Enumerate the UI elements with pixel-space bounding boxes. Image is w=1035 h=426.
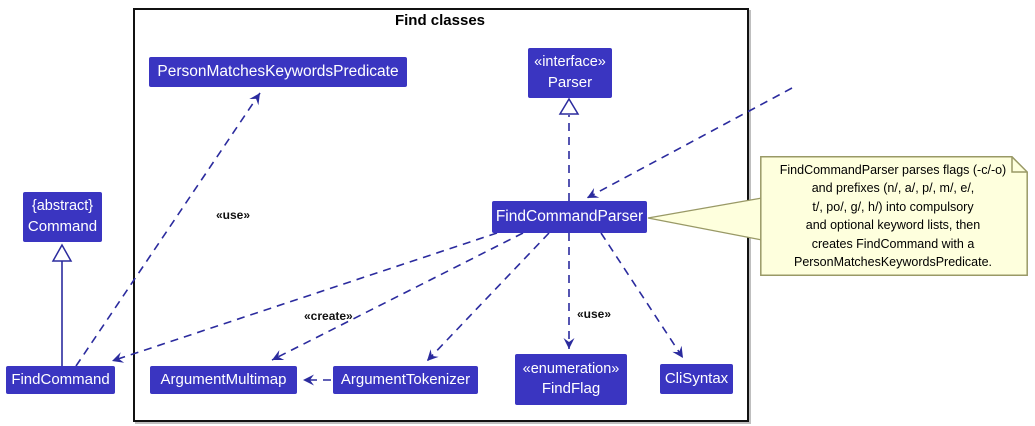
class-personmatcheskeywordspredicate: PersonMatchesKeywordsPredicate <box>149 57 407 87</box>
class-parser: «interface» Parser <box>528 48 612 98</box>
edge-findcommandparser-uses-clisyntax <box>600 232 684 359</box>
class-label: FindCommandParser <box>495 207 644 225</box>
note-line: creates FindCommand with a <box>811 236 975 251</box>
note-line: PersonMatchesKeywordsPredicate. <box>793 255 992 270</box>
class-label: FindFlag <box>541 380 601 398</box>
class-clisyntax: CliSyntax <box>660 364 733 394</box>
class-label: ArgumentTokenizer <box>340 370 471 388</box>
edge-external-uses-findcommandparser <box>586 87 793 199</box>
note-findcommandparser: FindCommandParser parses flags (-c/-o) a… <box>760 156 1028 276</box>
stereotype-label: «interface» <box>534 54 606 71</box>
class-label: CliSyntax <box>664 369 729 387</box>
class-label: Parser <box>547 73 593 91</box>
edge-findcommandparser-creates-findcommand <box>111 232 498 363</box>
class-command: {abstract} Command <box>23 192 102 242</box>
note-line: FindCommandParser parses flags (-c/-o) <box>779 163 1007 177</box>
note-background <box>760 156 1028 276</box>
note-line: and optional keyword lists, then <box>805 218 981 233</box>
class-findcommand: FindCommand <box>6 366 115 394</box>
edge-findcommand-uses-predicate <box>75 92 261 367</box>
edge-label-use-predicate: «use» <box>216 208 251 222</box>
class-label: ArgumentMultimap <box>160 370 287 388</box>
edge-findcommandparser-uses-argumenttokenizer <box>426 232 550 362</box>
class-label: Command <box>27 217 98 235</box>
note-connector <box>647 197 763 241</box>
stereotype-label: «enumeration» <box>522 360 620 377</box>
realization-triangle-parser <box>558 97 580 115</box>
class-findflag: «enumeration» FindFlag <box>515 354 627 405</box>
edge-label-create-findcommand: «create» <box>304 309 353 323</box>
class-label: FindCommand <box>11 370 110 388</box>
edge-label-use-findflag: «use» <box>577 307 612 321</box>
class-findcommandparser: FindCommandParser <box>492 201 647 233</box>
class-argumentmultimap: ArgumentMultimap <box>150 366 297 394</box>
note-line: and prefixes (n/, a/, p/, m/, e/, <box>811 181 975 196</box>
edge-findcommandparser-uses-argumentmultimap <box>271 232 524 361</box>
note-line: t/, po/, g/, h/) into compulsory <box>812 199 974 214</box>
class-label: PersonMatchesKeywordsPredicate <box>157 62 399 80</box>
stereotype-label: {abstract} <box>31 198 94 215</box>
class-argumenttokenizer: ArgumentTokenizer <box>333 366 478 394</box>
note-fold-icon <box>1011 156 1028 173</box>
inheritance-triangle-command <box>51 243 73 262</box>
diagram-title: Find classes <box>394 12 486 29</box>
note-text: FindCommandParser parses flags (-c/-o) a… <box>764 161 1022 271</box>
